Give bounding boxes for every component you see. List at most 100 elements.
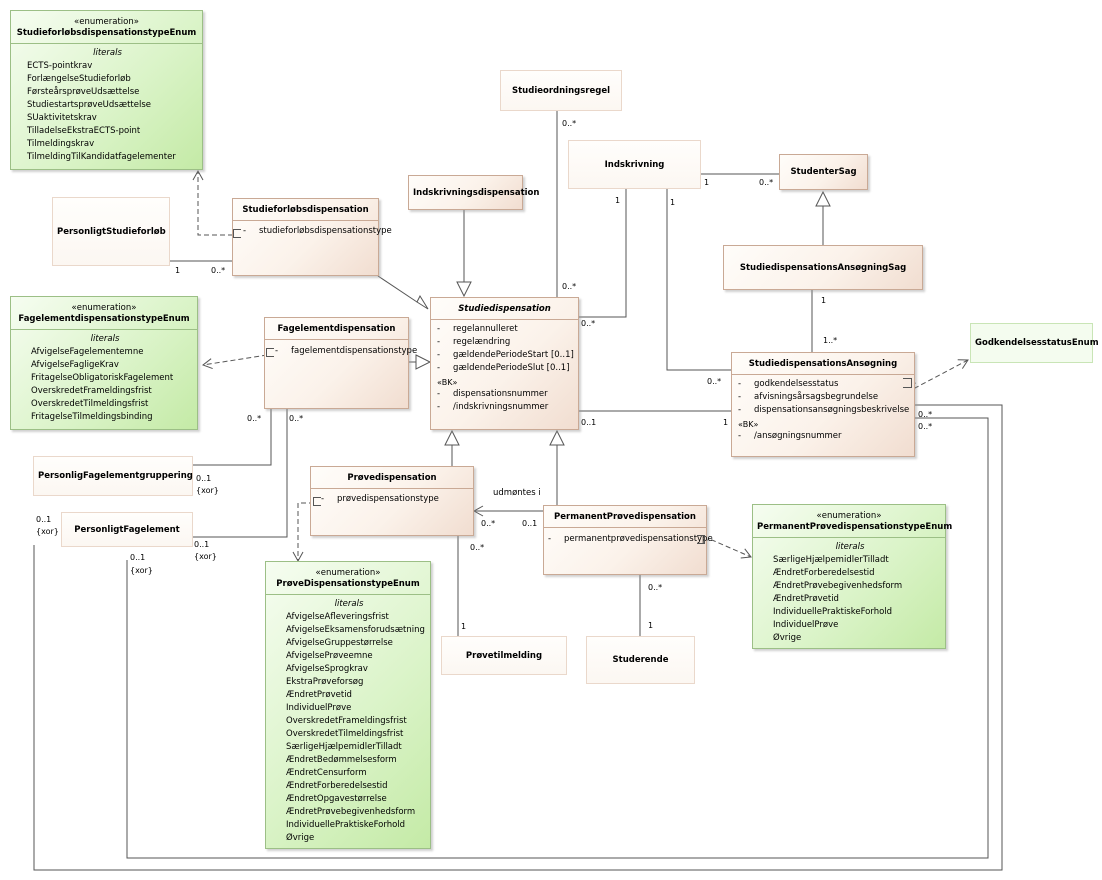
- permanent-proevedispensationstype-enum-class[interactable]: «enumeration»PermanentPrøvedispensations…: [752, 504, 953, 649]
- dependency-port: [233, 229, 241, 238]
- studiedispensationsansoegning-class[interactable]: StudiedispensationsAnsøgning -godkendels…: [731, 352, 915, 457]
- proevetilmelding-class[interactable]: Prøvetilmelding: [441, 636, 567, 675]
- multiplicity-label: 0..1: [196, 474, 212, 483]
- xor-constraint: {xor}: [196, 486, 219, 495]
- enum-literal: TilladelseEkstraECTS-point: [27, 126, 141, 136]
- fagelementdispensation-class[interactable]: Fagelementdispensation -fagelementdispen…: [264, 317, 417, 409]
- studieordningsregel-class[interactable]: Studieordningsregel: [500, 70, 622, 111]
- association-role-label: udmøntes i: [493, 488, 541, 498]
- enum-literal: Tilmeldingskrav: [27, 139, 95, 149]
- multiplicity-label: 0..*: [211, 266, 226, 275]
- enum-stereotype: «enumeration»: [71, 303, 137, 313]
- enum-literal: ForlængelseStudieforløb: [27, 74, 131, 84]
- class-name: Prøvedispensation: [347, 473, 437, 483]
- multiplicity-label: 0..*: [918, 410, 933, 419]
- class-name: Indskrivningsdispensation: [413, 187, 540, 198]
- class-name: Prøvetilmelding: [465, 650, 543, 661]
- literals-header: literals: [334, 599, 364, 609]
- assoc-wrap-outer: [33, 404, 1003, 871]
- attribute-row: -prøvedispensationstype: [321, 494, 439, 504]
- enum-literal: ÆndretForberedelsestid: [773, 568, 875, 578]
- attribute-row: -dispensationsansøgningsbeskrivelse: [738, 405, 910, 415]
- dependency-port: [903, 378, 912, 388]
- attribute-row: -regelændring: [437, 337, 511, 347]
- class-name: PersonligFagelementgruppering: [38, 471, 193, 481]
- class-name: PermanentPrøvedispensationstypeEnum: [757, 522, 953, 532]
- enum-literal: AfvigelseFagligeKrav: [31, 360, 119, 370]
- bk-stereotype: «BK»: [437, 378, 458, 387]
- enum-stereotype: «enumeration»: [816, 511, 882, 521]
- godkendelsesstatus-enum-class[interactable]: GodkendelsesstatusEnum: [970, 323, 1099, 363]
- multiplicity-label: 1: [704, 178, 710, 187]
- enum-literal: Øvrige: [286, 833, 315, 843]
- studieforloebsdispensationstype-enum-class[interactable]: «enumeration»Studieforløbsdispensationst…: [10, 10, 203, 170]
- class-name: Fagelementdispensation: [277, 324, 396, 334]
- enum-literal: ÆndretOpgavestørrelse: [286, 794, 387, 804]
- enum-literal: ÆndretBedømmelsesform: [286, 755, 397, 765]
- enum-literal: OverskredetFrameldingsfrist: [31, 386, 152, 396]
- enum-literal: SærligeHjælpemidlerTilladt: [773, 555, 889, 565]
- indskrivning-class[interactable]: Indskrivning: [568, 140, 701, 189]
- attribute-row: -/ansøgningsnummer: [738, 431, 842, 441]
- attribute-row: -permanentprøvedispensationstype: [548, 534, 713, 544]
- gen-studieforloeb: [377, 275, 418, 303]
- studiedispensationsansoegningsag-class[interactable]: StudiedispensationsAnsøgningSag: [723, 245, 923, 290]
- literals-header: literals: [93, 48, 122, 58]
- studentersag-class[interactable]: StudenterSag: [779, 154, 868, 190]
- enum-literal: ÆndretPrøvetid: [286, 690, 352, 700]
- proevedispensationstype-enum-class[interactable]: «enumeration»PrøveDispensationstypeEnum …: [265, 561, 431, 849]
- attribute-row: -dispensationsnummer: [437, 389, 548, 399]
- personligt-studieforloeb-class[interactable]: PersonligtStudieforløb: [52, 197, 170, 266]
- proevedispensation-class[interactable]: Prøvedispensation -prøvedispensationstyp…: [310, 466, 474, 536]
- multiplicity-label: 0..*: [581, 319, 596, 328]
- enum-literal: ÆndretPrøvebegivenhedsform: [773, 581, 903, 591]
- class-name: PrøveDispensationstypeEnum: [276, 579, 420, 589]
- studiedispensation-class[interactable]: Studiedispensation -regelannulleret -reg…: [430, 297, 579, 430]
- xor-constraint: {xor}: [130, 566, 153, 575]
- dependency-studieforloeb-enum: [192, 169, 233, 236]
- permanent-proevedispensation-class[interactable]: PermanentPrøvedispensation -permanentprø…: [543, 505, 713, 575]
- enum-literal: ECTS-pointkrav: [27, 61, 93, 71]
- studerende-class[interactable]: Studerende: [586, 636, 695, 684]
- enum-literal: IndividuellePraktiskeForhold: [773, 607, 893, 617]
- enum-stereotype: «enumeration»: [74, 17, 139, 27]
- enum-literal: EkstraPrøveforsøg: [286, 677, 364, 687]
- enum-literal: OverskredetTilmeldingsfrist: [286, 729, 404, 739]
- enum-literal: FritagelseObligatoriskFagelement: [31, 373, 174, 383]
- dependency-fagelement-enum: [201, 354, 268, 370]
- assoc-fag-pfg: [193, 409, 272, 466]
- enum-literal: OverskredetFrameldingsfrist: [286, 716, 407, 726]
- dependency-port: [313, 497, 321, 506]
- class-name: Studiedispensation: [458, 304, 551, 314]
- indskrivningsdispensation-class[interactable]: Indskrivningsdispensation: [408, 175, 540, 210]
- enum-literal: IndividuelPrøve: [773, 620, 839, 630]
- class-name: StudiedispensationsAnsøgningSag: [739, 262, 907, 273]
- class-name: FagelementdispensationstypeEnum: [18, 314, 190, 324]
- class-name: Studerende: [612, 655, 669, 665]
- dependency-proeve-enum: [292, 502, 314, 563]
- multiplicity-label: 0..1: [194, 540, 210, 549]
- enum-literal: Øvrige: [773, 633, 802, 643]
- enum-literal: AfvigelseGruppestørrelse: [286, 638, 393, 648]
- multiplicity-label: 0..*: [289, 414, 304, 423]
- personligt-fagelement-class[interactable]: PersonligtFagelement: [61, 512, 193, 547]
- multiplicity-label: 1: [821, 296, 827, 305]
- multiplicity-label: 1: [723, 418, 729, 427]
- attribute-row: -gældendePeriodeStart [0..1]: [437, 350, 574, 360]
- multiplicity-label: 0..*: [247, 414, 262, 423]
- assoc-indskrivning-ans: [666, 189, 731, 371]
- enum-literal: ÆndretForberedelsestid: [286, 781, 388, 791]
- enum-literal: SUaktivitetskrav: [27, 113, 97, 123]
- attribute-row: -afvisningsårsagsbegrundelse: [738, 392, 879, 402]
- fagelementdispensationstype-enum-class[interactable]: «enumeration»Fagelementdispensationstype…: [10, 296, 198, 430]
- xor-constraint: {xor}: [36, 527, 59, 536]
- enum-literal: OverskredetTilmeldingsfrist: [31, 399, 149, 409]
- dependency-port: [266, 348, 274, 357]
- personlig-fagelementgruppering-class[interactable]: PersonligFagelementgruppering: [33, 456, 193, 496]
- studieforloebsdispensation-class[interactable]: Studieforløbsdispensation -studieforløbs…: [232, 198, 392, 276]
- class-name: PersonligtFagelement: [74, 524, 180, 535]
- enum-literal: AfvigelseAfleveringsfrist: [286, 612, 389, 622]
- class-name: Studieforløbsdispensation: [242, 205, 369, 215]
- enum-literal: StudiestartsprøveUdsættelse: [27, 100, 151, 110]
